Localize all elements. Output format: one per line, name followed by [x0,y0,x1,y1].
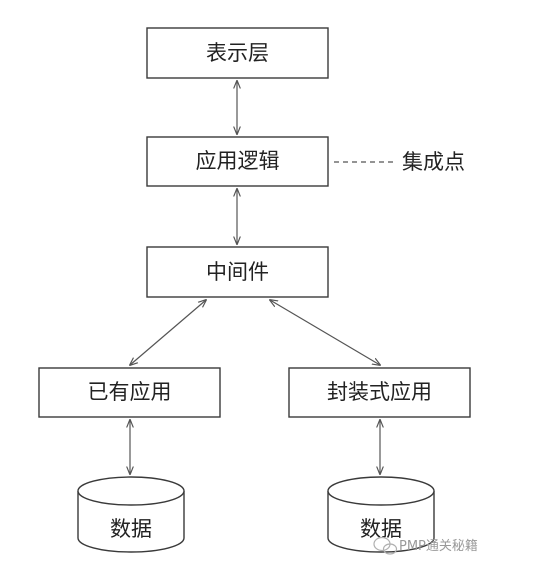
data-cylinder-left-body [77,491,185,553]
watermark-text: PMP通关秘籍 [399,538,478,554]
existing-application-label: 已有应用 [88,380,172,404]
middleware-node: 中间件 [146,246,329,298]
wechat-icon [373,536,398,555]
data-store-right: 数据 [327,476,435,553]
existing-application-node: 已有应用 [38,367,221,418]
data-cylinder-right-body [327,491,435,553]
data-cylinder-right-top [327,476,435,506]
middleware-label: 中间件 [206,260,269,284]
middleware-existing-connector [130,300,206,365]
application-logic-node: 应用逻辑 [146,136,329,187]
middleware-wrapped-connector [270,300,380,365]
presentation-layer-node: 表示层 [146,27,329,79]
integration-point-label: 集成点 [402,150,465,174]
data-left-label: 数据 [110,517,152,541]
application-logic-label: 应用逻辑 [196,149,280,173]
data-store-left: 数据 [77,476,185,553]
watermark: PMP通关秘籍 [373,536,478,555]
wrapped-application-node: 封装式应用 [288,367,471,418]
wrapped-application-label: 封装式应用 [327,380,432,404]
data-cylinder-left-top [77,476,185,506]
presentation-layer-label: 表示层 [206,41,269,65]
